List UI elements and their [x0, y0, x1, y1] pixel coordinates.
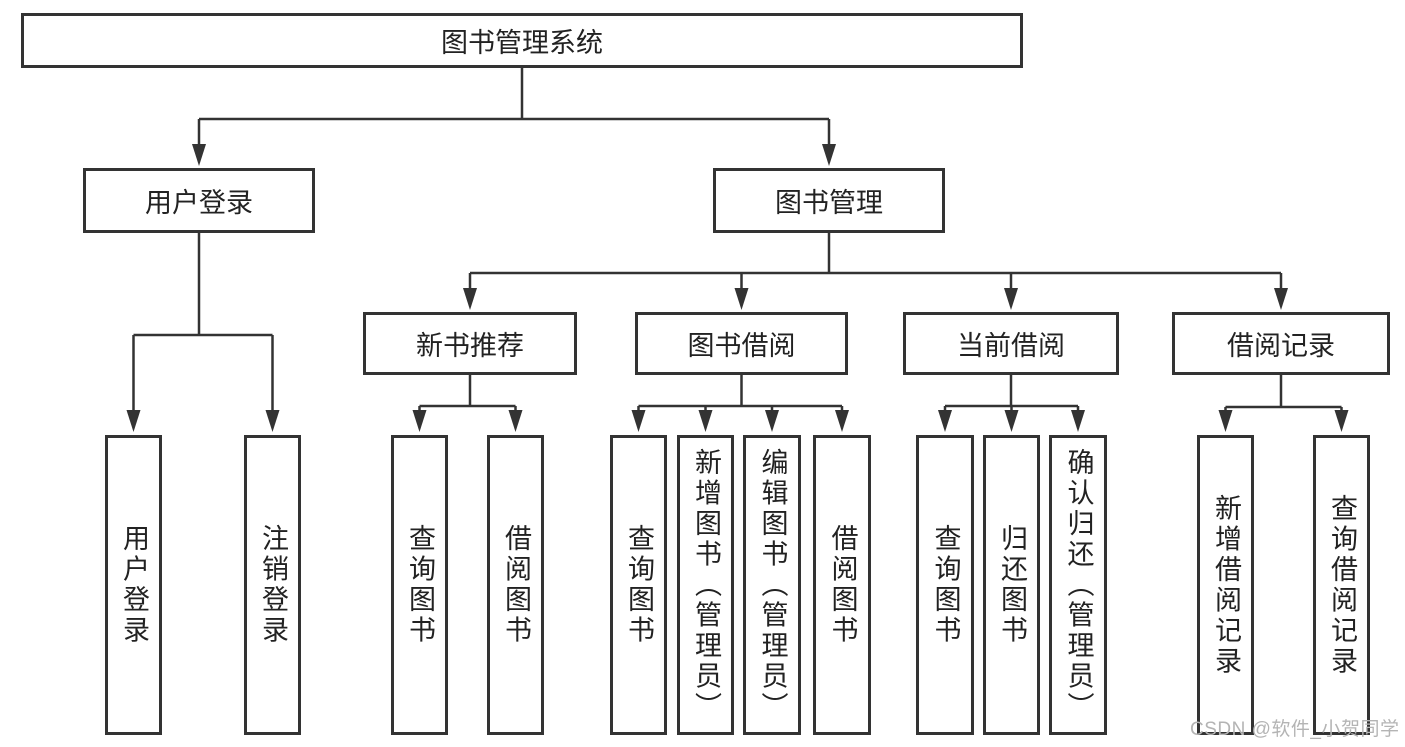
- leaf-user-login-label: 用户登录: [119, 524, 149, 646]
- leaf-edit-book-admin: 编辑图书（管理员）: [743, 435, 801, 735]
- node-borrow-records-label: 借阅记录: [1227, 331, 1335, 361]
- node-book-borrow: 图书借阅: [635, 312, 848, 375]
- node-new-book-recommend: 新书推荐: [363, 312, 577, 375]
- leaf-logout-label: 注销登录: [258, 524, 288, 646]
- node-new-book-recommend-label: 新书推荐: [416, 331, 524, 361]
- csdn-watermark: CSDN @软件_小贺同学: [1190, 719, 1400, 740]
- node-book-borrow-label: 图书借阅: [687, 331, 796, 361]
- node-root-label: 图书管理系统: [441, 28, 603, 58]
- leaf-add-book-admin-label: 新增图书（管理员）: [691, 447, 721, 723]
- leaf-query-books-3: 查询图书: [916, 435, 974, 735]
- node-user-login-label: 用户登录: [145, 188, 253, 218]
- leaf-query-books-2-label: 查询图书: [624, 524, 654, 646]
- leaf-borrow-books-2-label: 借阅图书: [827, 524, 858, 646]
- leaf-query-books-1-label: 查询图书: [405, 524, 435, 646]
- node-user-login: 用户登录: [83, 168, 315, 233]
- leaf-confirm-return-admin-label: 确认归还（管理员）: [1063, 447, 1094, 723]
- arrowheads: [126, 144, 1349, 432]
- leaf-confirm-return-admin: 确认归还（管理员）: [1049, 435, 1107, 735]
- leaf-borrow-books-1-label: 借阅图书: [501, 524, 531, 646]
- node-book-management: 图书管理: [713, 168, 945, 233]
- leaf-query-borrow-record-label: 查询借阅记录: [1327, 493, 1357, 677]
- leaf-return-book-label: 归还图书: [997, 524, 1027, 646]
- leaf-query-borrow-record: 查询借阅记录: [1313, 435, 1370, 735]
- node-book-management-label: 图书管理: [775, 188, 883, 218]
- leaf-query-books-2: 查询图书: [610, 435, 667, 735]
- node-borrow-records: 借阅记录: [1172, 312, 1390, 375]
- leaf-logout: 注销登录: [244, 435, 301, 735]
- leaf-add-borrow-record: 新增借阅记录: [1197, 435, 1254, 735]
- leaf-add-book-admin: 新增图书（管理员）: [677, 435, 734, 735]
- leaf-borrow-books-2: 借阅图书: [813, 435, 871, 735]
- node-root: 图书管理系统: [21, 13, 1023, 68]
- node-current-borrow-label: 当前借阅: [957, 331, 1065, 361]
- leaf-query-books-1: 查询图书: [391, 435, 448, 735]
- leaf-add-borrow-record-label: 新增借阅记录: [1211, 493, 1241, 677]
- leaf-borrow-books-1: 借阅图书: [487, 435, 544, 735]
- leaf-return-book: 归还图书: [983, 435, 1040, 735]
- leaf-query-books-3-label: 查询图书: [930, 524, 961, 646]
- leaf-user-login: 用户登录: [105, 435, 162, 735]
- leaf-edit-book-admin-label: 编辑图书（管理员）: [757, 447, 788, 723]
- node-current-borrow: 当前借阅: [903, 312, 1119, 375]
